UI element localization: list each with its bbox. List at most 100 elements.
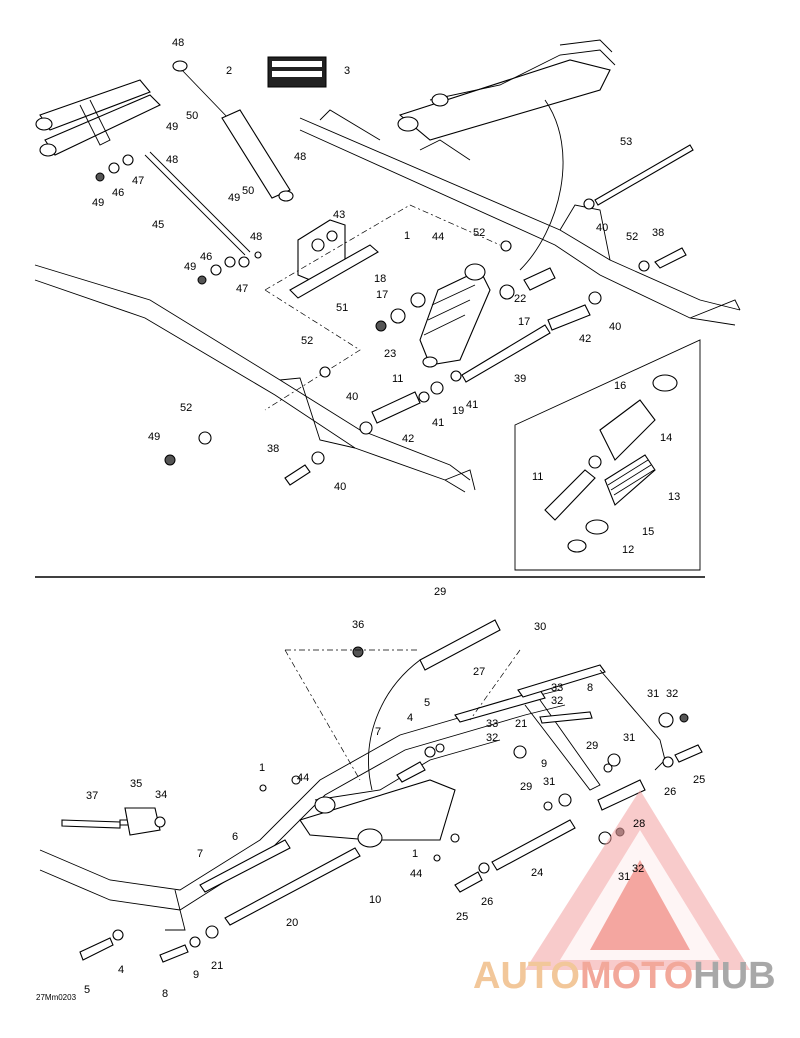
upper-callout-40: 40 <box>596 222 608 234</box>
upper-callout-47: 47 <box>132 175 144 187</box>
upper-callout-40: 40 <box>334 481 346 493</box>
lower-callout-21: 21 <box>515 718 527 730</box>
upper-callout-14: 14 <box>660 432 672 444</box>
upper-assembly-arrow <box>519 99 564 271</box>
upper-callout-12: 12 <box>622 544 634 556</box>
upper-callout-38: 38 <box>652 227 664 239</box>
lower-callout-29: 29 <box>520 781 532 793</box>
upper-callout-11: 11 <box>392 373 403 385</box>
shock-detail-inset <box>514 339 701 571</box>
lower-callout-21: 21 <box>211 960 223 972</box>
lower-callout-25: 25 <box>693 774 705 786</box>
lower-callout-27: 27 <box>473 666 485 678</box>
upper-callout-40: 40 <box>346 391 358 403</box>
upper-callout-16: 16 <box>614 380 626 392</box>
upper-callout-48: 48 <box>172 37 184 49</box>
upper-callout-3: 3 <box>344 65 350 77</box>
lower-callout-20: 20 <box>286 917 298 929</box>
upper-callout-42: 42 <box>579 333 591 345</box>
upper-callout-43: 43 <box>333 209 345 221</box>
lower-callout-10: 10 <box>369 894 381 906</box>
lower-callout-37: 37 <box>86 790 98 802</box>
lower-callout-44: 44 <box>297 772 309 784</box>
upper-callout-44: 44 <box>432 231 444 243</box>
upper-callout-49: 49 <box>148 431 160 443</box>
upper-left-frame-rail <box>34 264 476 493</box>
pin-51 <box>289 244 379 299</box>
lower-callout-44: 44 <box>410 868 422 880</box>
upper-callout-49: 49 <box>92 197 104 209</box>
lower-callout-26: 26 <box>664 786 676 798</box>
lower-callout-24: 24 <box>531 867 543 879</box>
lower-callout-30: 30 <box>534 621 546 633</box>
lower-callout-5: 5 <box>424 697 430 709</box>
lower-callout-32: 32 <box>632 863 644 875</box>
shock-absorber <box>419 263 491 368</box>
lower-callout-4: 4 <box>407 712 413 724</box>
cross-bar <box>95 151 251 285</box>
lower-callout-7: 7 <box>375 726 381 738</box>
upper-callout-53: 53 <box>620 136 632 148</box>
plate-30 <box>419 619 501 671</box>
upper-callout-22: 22 <box>514 293 526 305</box>
lower-callout-1: 1 <box>412 848 418 860</box>
front-arm-assembly <box>397 39 616 141</box>
upper-callout-18: 18 <box>374 273 386 285</box>
diagram-code: 27Mm0203 <box>36 993 77 1002</box>
lower-callout-6: 6 <box>232 831 238 843</box>
upper-callout-47: 47 <box>236 283 248 295</box>
upper-callout-48: 48 <box>294 151 306 163</box>
lower-callout-7: 7 <box>197 848 203 860</box>
lower-callout-32: 32 <box>551 695 563 707</box>
upper-callout-15: 15 <box>642 526 654 538</box>
lower-callout-25: 25 <box>456 911 468 923</box>
upper-callout-42: 42 <box>402 433 414 445</box>
lower-assembly-arrow <box>368 659 421 791</box>
upper-callout-52: 52 <box>473 227 485 239</box>
upper-callout-46: 46 <box>200 251 212 263</box>
upper-callout-38: 38 <box>267 443 279 455</box>
lower-callout-29: 29 <box>586 740 598 752</box>
upper-callout-52: 52 <box>180 402 192 414</box>
upper-callout-13: 13 <box>668 491 680 503</box>
lower-callout-31: 31 <box>623 732 635 744</box>
lower-callout-1: 1 <box>259 762 265 774</box>
lower-callout-28: 28 <box>633 818 645 830</box>
upper-callout-40: 40 <box>609 321 621 333</box>
upper-callout-17: 17 <box>518 316 530 328</box>
upper-callout-39: 39 <box>514 373 526 385</box>
lower-callout-4: 4 <box>118 964 124 976</box>
upper-callout-41: 41 <box>432 417 444 429</box>
upper-right-frame-rail <box>299 109 741 326</box>
upper-callout-49: 49 <box>228 192 240 204</box>
lower-callout-32: 32 <box>486 732 498 744</box>
lower-dashed-outline <box>284 649 521 781</box>
lower-callout-9: 9 <box>541 758 547 770</box>
upper-hardware <box>164 144 694 486</box>
upper-callout-23: 23 <box>384 348 396 360</box>
lower-callout-9: 9 <box>193 969 199 981</box>
rear-arm-assembly <box>35 79 161 157</box>
watermark-hub: HUB <box>693 955 775 997</box>
upper-callout-11: 11 <box>532 471 543 483</box>
lower-callout-33: 33 <box>551 682 563 694</box>
damper-rod <box>172 60 294 202</box>
upper-callout-51: 51 <box>336 302 348 314</box>
lower-callout-31: 31 <box>618 871 630 883</box>
watermark-auto: AUTO <box>473 955 580 997</box>
upper-callout-49: 49 <box>166 121 178 133</box>
lower-callout-35: 35 <box>130 778 142 790</box>
lower-callout-8: 8 <box>587 682 593 694</box>
upper-callout-19: 19 <box>452 405 464 417</box>
lower-callout-5: 5 <box>84 984 90 996</box>
upper-callout-45: 45 <box>152 219 164 231</box>
upper-callout-49: 49 <box>184 261 196 273</box>
decal <box>267 56 327 88</box>
upper-callout-52: 52 <box>301 335 313 347</box>
plate-27 <box>454 664 606 723</box>
upper-callout-50: 50 <box>186 110 198 122</box>
upper-callout-52: 52 <box>626 231 638 243</box>
